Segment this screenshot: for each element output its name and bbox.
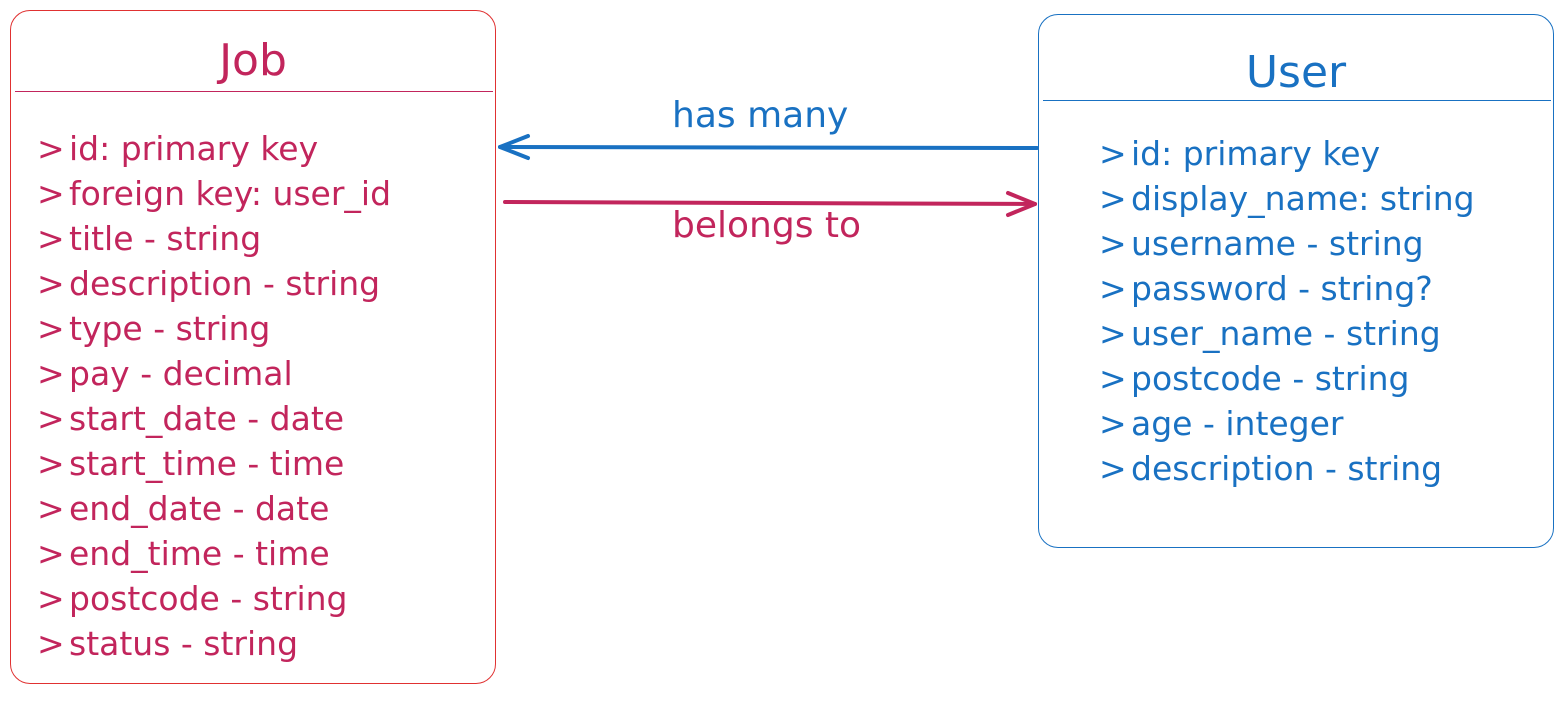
job-field-label: title - string xyxy=(69,219,262,258)
user-field-label: age - integer xyxy=(1131,404,1344,443)
job-field-label: id: primary key xyxy=(69,129,319,168)
job-field: >title - string xyxy=(37,216,391,261)
chevron-right-icon: > xyxy=(1099,134,1127,173)
job-field: >description - string xyxy=(37,261,391,306)
job-entity-title: Job xyxy=(219,35,287,86)
chevron-right-icon: > xyxy=(37,129,65,168)
chevron-right-icon: > xyxy=(37,354,65,393)
job-field: >end_date - date xyxy=(37,486,391,531)
user-field-label: id: primary key xyxy=(1131,134,1381,173)
user-field: >description - string xyxy=(1099,446,1475,491)
job-field-label: status - string xyxy=(69,624,299,663)
has-many-arrow xyxy=(498,134,1039,160)
job-field-label: type - string xyxy=(69,309,271,348)
job-field-label: start_time - time xyxy=(69,444,345,483)
chevron-right-icon: > xyxy=(1099,224,1127,263)
user-field-label: password - string? xyxy=(1131,269,1433,308)
chevron-right-icon: > xyxy=(1099,449,1127,488)
job-field: >id: primary key xyxy=(37,126,391,171)
job-field-list: >id: primary key >foreign key: user_id >… xyxy=(37,126,391,666)
job-field: >start_date - date xyxy=(37,396,391,441)
user-field-label: display_name: string xyxy=(1131,179,1475,218)
chevron-right-icon: > xyxy=(37,579,65,618)
chevron-right-icon: > xyxy=(37,219,65,258)
chevron-right-icon: > xyxy=(37,624,65,663)
belongs-to-arrow xyxy=(503,191,1037,217)
job-entity: Job >id: primary key >foreign key: user_… xyxy=(10,10,496,684)
user-field: >user_name - string xyxy=(1099,311,1475,356)
job-field-label: end_date - date xyxy=(69,489,330,528)
job-field: >postcode - string xyxy=(37,576,391,621)
user-entity-title: User xyxy=(1245,47,1347,98)
chevron-right-icon: > xyxy=(37,399,65,438)
user-field-label: user_name - string xyxy=(1131,314,1441,353)
user-field: >id: primary key xyxy=(1099,131,1475,176)
user-entity: User >id: primary key >display_name: str… xyxy=(1038,14,1554,548)
job-field: >foreign key: user_id xyxy=(37,171,391,216)
job-field: >pay - decimal xyxy=(37,351,391,396)
chevron-right-icon: > xyxy=(1099,179,1127,218)
user-field: >password - string? xyxy=(1099,266,1475,311)
job-field-label: end_time - time xyxy=(69,534,330,573)
user-entity-divider xyxy=(1043,100,1551,101)
chevron-right-icon: > xyxy=(1099,359,1127,398)
job-field: >start_time - time xyxy=(37,441,391,486)
user-field-label: username - string xyxy=(1131,224,1424,263)
chevron-right-icon: > xyxy=(1099,404,1127,443)
chevron-right-icon: > xyxy=(1099,314,1127,353)
chevron-right-icon: > xyxy=(37,489,65,528)
chevron-right-icon: > xyxy=(37,534,65,573)
job-field: >status - string xyxy=(37,621,391,666)
user-field-label: description - string xyxy=(1131,449,1443,488)
user-field: >username - string xyxy=(1099,221,1475,266)
user-field-list: >id: primary key >display_name: string >… xyxy=(1099,131,1475,491)
job-field-label: description - string xyxy=(69,264,381,303)
job-field-label: pay - decimal xyxy=(69,354,293,393)
has-many-label: has many xyxy=(672,95,849,136)
chevron-right-icon: > xyxy=(37,174,65,213)
job-field-label: foreign key: user_id xyxy=(69,174,392,213)
job-entity-divider xyxy=(15,91,493,92)
job-field-label: start_date - date xyxy=(69,399,345,438)
belongs-to-label: belongs to xyxy=(672,205,862,246)
job-field: >type - string xyxy=(37,306,391,351)
user-field: >postcode - string xyxy=(1099,356,1475,401)
chevron-right-icon: > xyxy=(37,309,65,348)
chevron-right-icon: > xyxy=(1099,269,1127,308)
chevron-right-icon: > xyxy=(37,264,65,303)
user-field: >display_name: string xyxy=(1099,176,1475,221)
job-field-label: postcode - string xyxy=(69,579,348,618)
user-field: >age - integer xyxy=(1099,401,1475,446)
user-field-label: postcode - string xyxy=(1131,359,1410,398)
job-field: >end_time - time xyxy=(37,531,391,576)
chevron-right-icon: > xyxy=(37,444,65,483)
